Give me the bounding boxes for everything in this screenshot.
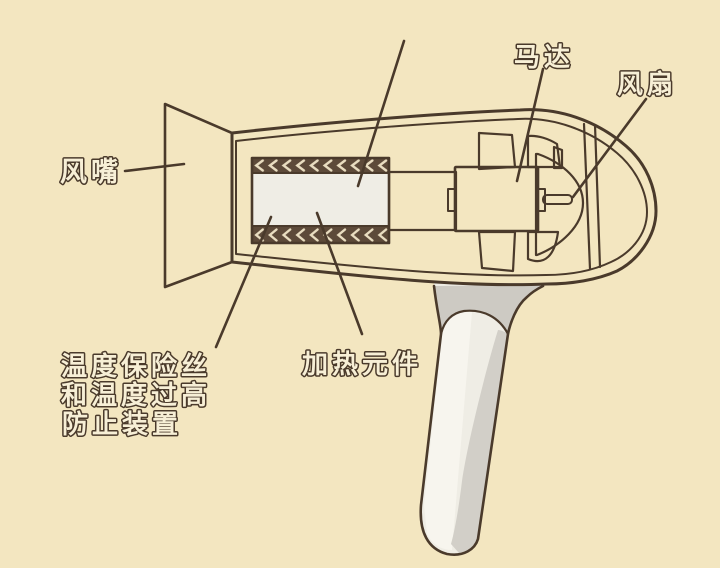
motor [447, 165, 573, 233]
handle [419, 283, 545, 556]
body-shell [230, 108, 658, 287]
leader-line-fan [571, 97, 648, 199]
motor-tab-right [535, 188, 546, 212]
leader-line-nozzle [123, 162, 186, 173]
label-motor: 马达 [514, 43, 574, 73]
label-thermal-fuse-line3: 防止装置 [62, 410, 182, 440]
heating-element-top-chevrons [252, 158, 389, 173]
intake-partition-back [593, 123, 602, 269]
intake-partition-front [582, 122, 592, 271]
fan-blade-top-right [526, 134, 562, 169]
handle-grip-shade-strip [451, 330, 508, 553]
heating-element-bottom-chevrons [252, 226, 389, 243]
handle-grip-arc [439, 309, 510, 336]
motor-body [453, 165, 540, 233]
leader-line-heating-element [315, 211, 364, 336]
label-thermal-fuse-line2: 和温度过高 [61, 380, 211, 411]
fan-spinner-cone [534, 152, 585, 257]
label-fan: 风扇 [617, 69, 677, 100]
heating-element [250, 156, 391, 245]
label-nozzle: 风嘴 [60, 157, 122, 188]
leader-line-top [356, 39, 406, 188]
leader-line-thermal-fuse [214, 215, 273, 349]
leader-line-motor [515, 67, 545, 183]
fan-blade-bottom-right [526, 230, 560, 263]
handle-top-junction-shade [434, 285, 542, 334]
label-thermal-fuse-line1: 温度保险丝 [61, 351, 211, 382]
label-heating-element: 加热元件 [302, 350, 422, 380]
body-interior [235, 117, 648, 277]
heating-element-frame [250, 156, 391, 245]
motor-shaft [542, 194, 573, 205]
handle-grip-highlight [424, 311, 472, 550]
